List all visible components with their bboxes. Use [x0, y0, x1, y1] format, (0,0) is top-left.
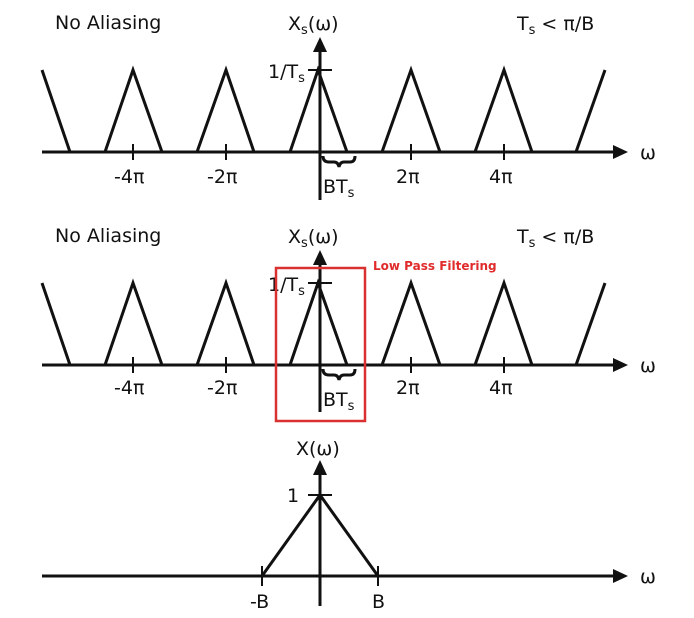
spectrum-copy-minus-4pi	[103, 278, 164, 366]
sampling-condition: Ts < π/B	[516, 226, 594, 251]
tick-label-plus-4pi: 4π	[489, 166, 513, 188]
tick-label-minus-2pi: -2π	[207, 166, 237, 188]
x-axis-arrow-icon	[613, 569, 628, 583]
peak-label: 1	[287, 485, 299, 507]
spectrum-copy-plus-4pi	[473, 65, 534, 153]
tick-label-minus-b: -B	[250, 591, 269, 613]
omega-axis-label: ω	[640, 566, 656, 588]
spectrum-copy-right-edge	[574, 69, 607, 153]
y-axis-arrow-icon	[313, 37, 327, 52]
spectrum-copy-minus-4pi	[103, 65, 164, 153]
tick-label-minus-2pi: -2π	[207, 377, 237, 399]
spectrum-copy-left-edge	[40, 282, 72, 366]
peak-label: 1/Ts	[268, 61, 305, 86]
y-axis-label: X(ω)	[296, 438, 340, 460]
no-aliasing-title: No Aliasing	[55, 12, 161, 34]
tick-label-plus-2pi: 2π	[396, 166, 420, 188]
sampling-condition: Ts < π/B	[516, 13, 594, 38]
spectrum-copy-plus-2pi	[380, 65, 442, 153]
panel-sampled-spectrum-1: No Aliasing Xs(ω) Ts < π/B ω 1/Ts -4π -2…	[40, 12, 656, 201]
x-axis-arrow-icon	[613, 145, 628, 159]
bandwidth-label: BTs	[323, 389, 355, 414]
tick-label-minus-4pi: -4π	[114, 377, 144, 399]
y-axis-arrow-icon	[313, 460, 327, 475]
tick-label-minus-4pi: -4π	[114, 166, 144, 188]
omega-axis-label: ω	[640, 142, 656, 164]
y-axis-label: Xs(ω)	[288, 226, 339, 251]
tick-label-plus-2pi: 2π	[396, 377, 420, 399]
spectrum-copy-plus-2pi	[380, 278, 442, 366]
panel-sampled-spectrum-2: No Aliasing Xs(ω) Ts < π/B Low Pass Filt…	[40, 225, 656, 423]
y-axis-arrow-icon	[313, 250, 327, 265]
omega-axis-label: ω	[640, 355, 656, 377]
peak-label: 1/Ts	[268, 274, 305, 299]
bandwidth-label: BTs	[323, 176, 355, 201]
spectrum-copy-plus-4pi	[473, 278, 534, 366]
bandwidth-brace-icon	[321, 368, 357, 381]
tick-label-plus-b: B	[372, 591, 385, 613]
spectrum-copy-minus-2pi	[195, 65, 256, 153]
panel-original-spectrum: X(ω) ω 1 -B B	[42, 438, 656, 613]
bandwidth-brace-icon	[321, 155, 357, 168]
spectrum-copy-left-edge	[40, 69, 72, 153]
tick-label-plus-4pi: 4π	[489, 377, 513, 399]
y-axis-label: Xs(ω)	[288, 13, 339, 38]
low-pass-filtering-label: Low Pass Filtering	[373, 259, 497, 273]
x-axis-arrow-icon	[613, 358, 628, 372]
low-pass-filter-box	[274, 266, 367, 423]
spectrum-copy-right-edge	[574, 282, 607, 366]
no-aliasing-title: No Aliasing	[55, 225, 161, 247]
spectrum-copy-minus-2pi	[195, 278, 256, 366]
